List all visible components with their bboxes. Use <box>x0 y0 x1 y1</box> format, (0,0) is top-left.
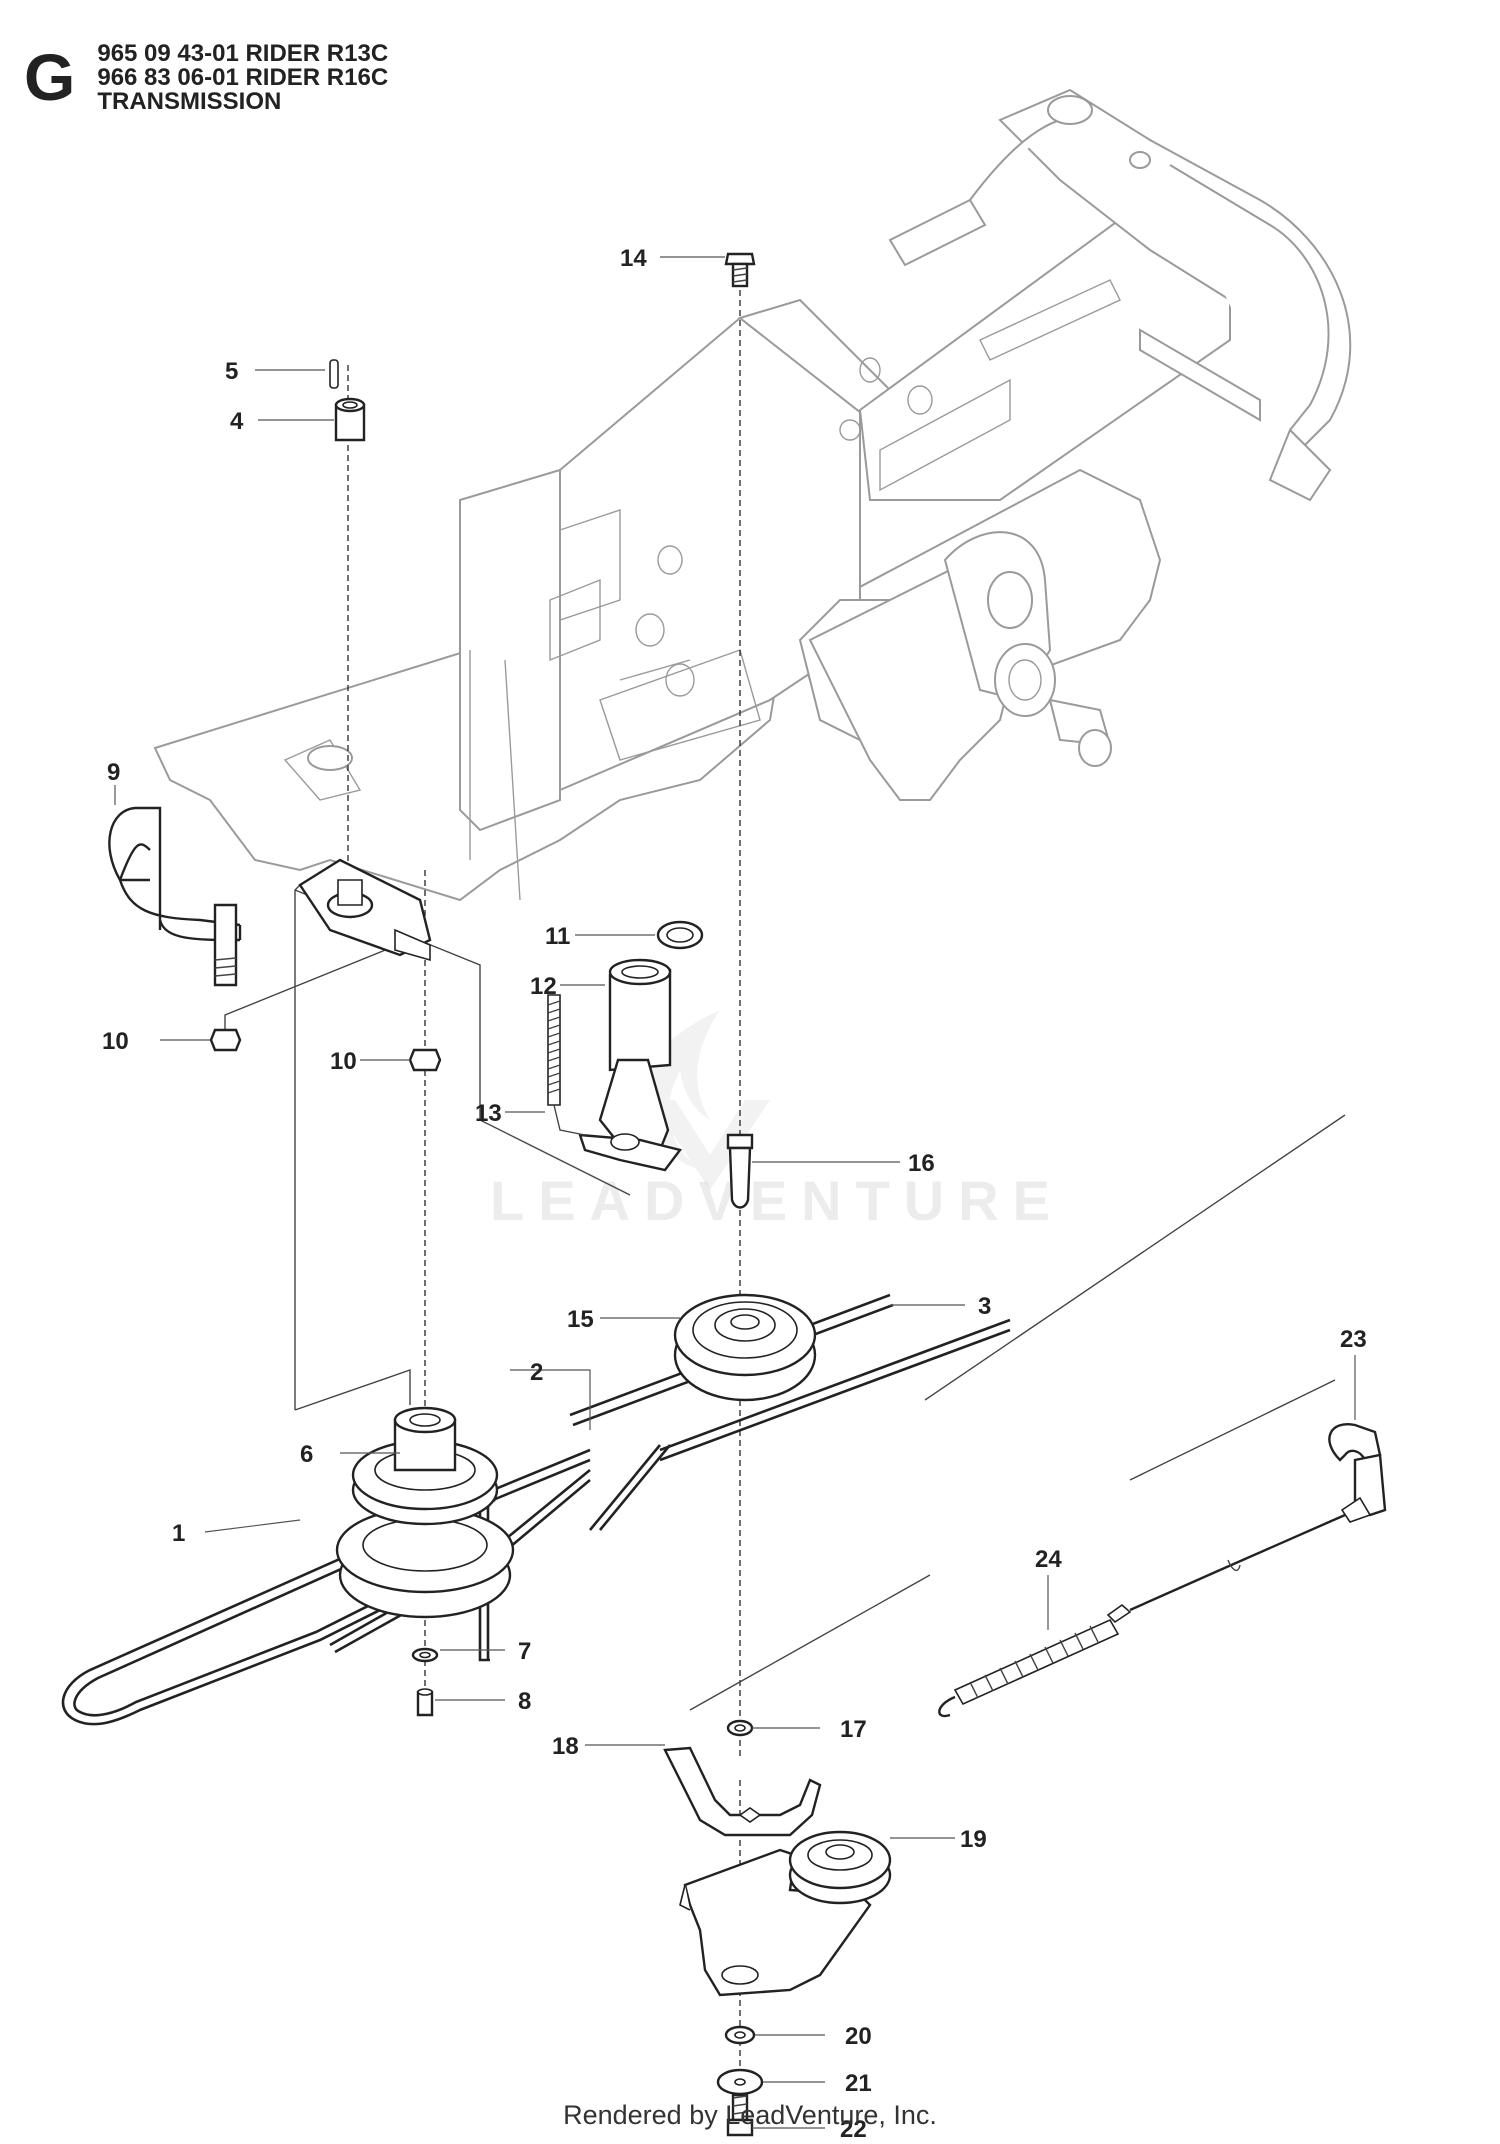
callout-19: 19 <box>960 1826 987 1853</box>
callout-12: 11 <box>545 923 570 950</box>
part-16-idler-pulley <box>673 1293 817 1402</box>
leader-lines <box>114 256 1356 2129</box>
part-24-spring-cable <box>938 1513 1346 1718</box>
callout-21: 21 <box>845 2070 872 2097</box>
callout-17: 17 <box>840 1716 867 1743</box>
part-7-washer <box>411 1647 439 1663</box>
callout-8: 8 <box>518 1688 531 1715</box>
callout-9: 9 <box>107 759 120 786</box>
callout-10-left: 10 <box>102 1028 129 1055</box>
watermark: LEADVENTURE <box>490 1169 1065 1232</box>
part-19-idler-assembly <box>679 1830 892 1997</box>
part-10-nut-left <box>209 1028 242 1052</box>
callout-20: 20 <box>845 2023 872 2050</box>
callout-13: 13 <box>475 1100 502 1127</box>
callout-22: 22 <box>840 2116 867 2143</box>
model-line-2: 966 83 06-01 RIDER R16C <box>97 64 389 91</box>
footer-credit: Rendered by LeadVenture, Inc. <box>563 2100 937 2130</box>
part-12-circlip <box>656 920 704 950</box>
part-4-bushing <box>334 397 366 442</box>
callout-11: 12 <box>530 973 557 1000</box>
rider-frame <box>153 88 1352 902</box>
callout-16: 15 <box>567 1306 594 1333</box>
part-20-washer <box>724 2025 756 2045</box>
callout-15: 14 <box>620 245 647 272</box>
callout-3: 3 <box>978 1293 991 1320</box>
bracket-plate <box>298 858 432 962</box>
callout-2: 2 <box>530 1359 543 1386</box>
callout-6: 6 <box>300 1441 313 1468</box>
part-18-bracket <box>663 1746 822 1837</box>
header-lines: 965 09 43-01 RIDER R13C 966 83 06-01 RID… <box>97 42 388 114</box>
callout-14: 16 <box>908 1150 935 1177</box>
part-10-nut-right <box>408 1048 442 1072</box>
part-13-spring <box>547 994 586 1136</box>
section-title: TRANSMISSION <box>97 88 282 115</box>
callout-7: 7 <box>518 1638 531 1665</box>
part-14-spacer <box>726 1133 754 1209</box>
part-17-washer <box>726 1719 754 1737</box>
part-6-drive-pulley <box>335 1406 515 1619</box>
callout-10-right: 10 <box>330 1048 357 1075</box>
model-line-1: 965 09 43-01 RIDER R13C <box>97 40 389 67</box>
part-5-pin <box>329 359 339 389</box>
part-15-bolt <box>724 252 756 288</box>
callout-18: 18 <box>552 1733 579 1760</box>
part-22-bolt <box>726 2093 754 2137</box>
callout-4: 4 <box>230 408 244 435</box>
section-letter: G <box>24 40 76 114</box>
callout-23: 23 <box>1340 1326 1367 1353</box>
callout-24: 24 <box>1035 1546 1062 1573</box>
part-9-lever-rod <box>108 806 242 987</box>
part-8-screw <box>416 1688 434 1717</box>
diagram-header: G 965 09 43-01 RIDER R13C 966 83 06-01 R… <box>24 42 388 114</box>
part-23-cable-end <box>1328 1423 1387 1523</box>
part-21-washer <box>716 2068 764 2096</box>
callout-labels: 14 5 4 9 10 10 11 12 13 16 15 3 2 6 1 7 … <box>102 245 1367 2143</box>
part-11-tensioner-arm <box>578 958 683 1172</box>
callout-1: 1 <box>172 1520 185 1547</box>
callout-5: 5 <box>225 358 238 385</box>
